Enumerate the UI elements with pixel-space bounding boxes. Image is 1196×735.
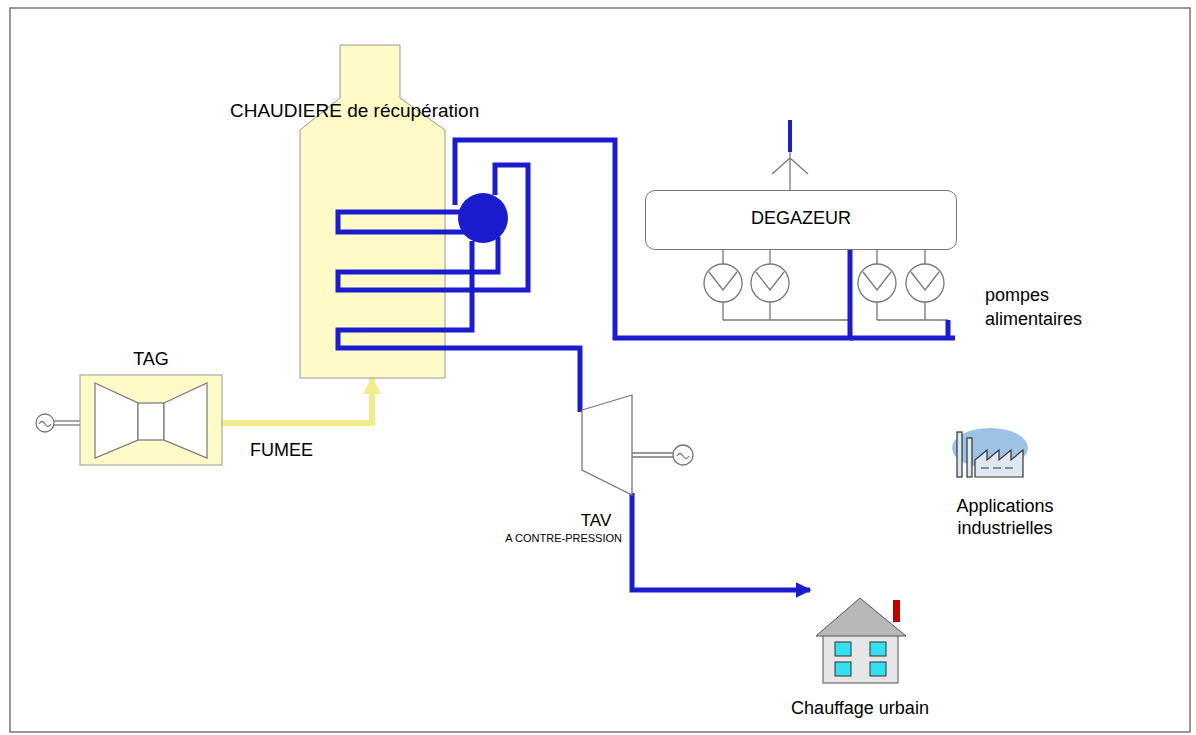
flue-gas-duct (222, 378, 372, 423)
node-text: CHAUDIERE de récupération (230, 100, 479, 123)
steam-turbine: TAVA CONTRE-PRESSION (500, 395, 700, 550)
tag-generator (36, 414, 80, 432)
picture-frame (10, 8, 1190, 732)
steam-drum (458, 193, 508, 243)
node-text: Applications industrielles (935, 496, 1075, 539)
degazeur-box: DEGAZEUR (645, 190, 957, 250)
node-text: TAV (570, 511, 622, 531)
edge-label: FUMEE (248, 438, 315, 462)
boiler-tubes (338, 165, 535, 348)
pump-label: pompes alimentaires (985, 283, 1100, 332)
turbine-casing (80, 375, 222, 465)
steam-pipe (535, 348, 580, 412)
tav-generator (632, 445, 693, 465)
node-text: DEGAZEUR (646, 208, 956, 230)
recovery-boiler-outline (300, 45, 535, 380)
node-text: TAG (80, 349, 222, 371)
node-text: A CONTRE-PRESSION (462, 532, 622, 545)
exhaust-steam-pipe (632, 493, 810, 590)
turbine-symbol (582, 395, 632, 495)
gas-turbine: TAG (80, 345, 222, 466)
recovery-boiler: CHAUDIERE de récupération (300, 45, 535, 380)
feed-pipe (850, 320, 955, 338)
house-icon: Chauffage urbain (790, 580, 930, 725)
feed-pumps (704, 250, 948, 320)
industry-icon: Applications industrielles (935, 420, 1075, 550)
turbine-symbol (95, 383, 207, 458)
factory-symbol (957, 432, 1023, 477)
house-symbol (816, 598, 906, 683)
degazeur-vent (772, 120, 808, 190)
node-text: Chauffage urbain (790, 698, 930, 720)
